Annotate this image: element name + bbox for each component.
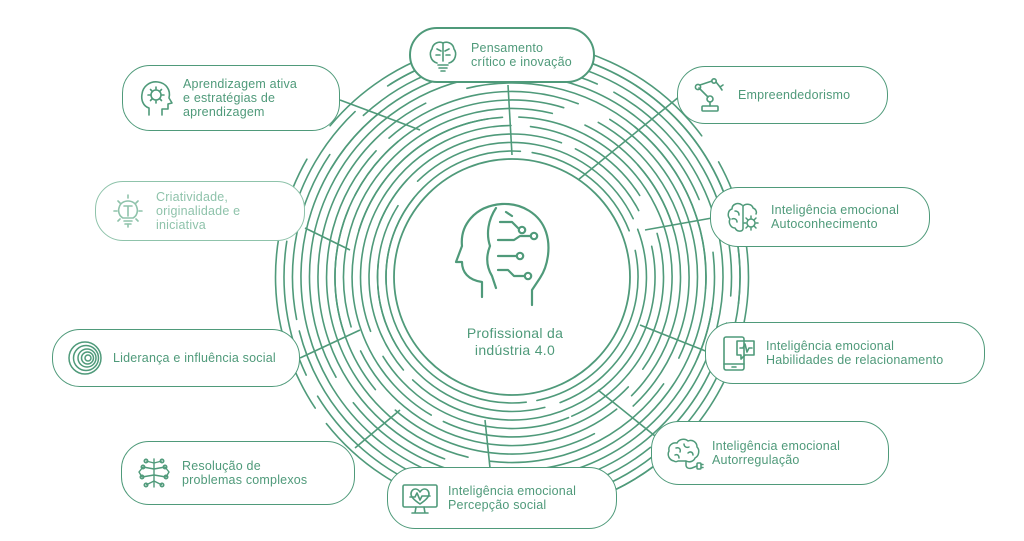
lightbulb-gear-icon [108,191,148,231]
ring-arc [536,249,639,402]
node-empreendedorismo: Empreendedorismo [677,66,888,124]
ring-arc [385,196,527,404]
ring-arc [411,245,656,421]
node-resolucao-line-2: problemas complexos [182,473,308,487]
connector-line [577,95,681,181]
neural-brain-icon [134,453,174,493]
node-lideranca-label: Liderança e influência social [113,351,276,365]
node-percepcao-label: Inteligência emocional Percepção social [448,484,576,512]
center-title-line-2: indústria 4.0 [474,342,556,358]
node-lideranca-line-1: Liderança e influência social [113,351,276,365]
node-criatividade-line-3: iniciativa [156,218,206,232]
node-percepcao: Inteligência emocional Percepção social [387,467,617,529]
ring-arc [291,153,331,321]
node-pensamento-line-1: Pensamento [471,41,544,55]
node-relacionamento: Inteligência emocional Habilidades de re… [705,322,985,384]
ring-arc [529,125,641,197]
ring-arc [394,409,596,455]
node-autorregulacao-line-1: Inteligência emocional [712,439,841,453]
monitor-heart-icon [400,478,440,518]
brain-gear-icon [723,197,763,237]
node-percepcao-line-1: Inteligência emocional [448,484,577,498]
node-relacionamento-label: Inteligência emocional Habilidades de re… [766,339,943,367]
node-autorregulacao-label: Inteligência emocional Autorregulação [712,439,840,467]
ring-arc [283,240,307,376]
node-aprendizagem-line-1: Aprendizagem ativa [183,77,298,91]
node-aprendizagem: Aprendizagem ativa e estratégias de apre… [122,65,340,131]
ring-arc [489,383,665,464]
node-aprendizagem-line-3: aprendizagem [183,105,265,119]
node-autoconhecimento: Inteligência emocional Autoconhecimento [710,187,930,247]
ring-arc [559,228,648,404]
ring-arc [334,140,399,391]
ring-arc [342,107,554,328]
node-pensamento: Pensamento crítico e inovação [409,27,595,83]
node-aprendizagem-line-2: e estratégias de [183,91,276,105]
connector-line [644,217,713,231]
ring-arc [325,150,469,458]
ring-arc [376,261,546,413]
ring-arc [308,75,487,378]
node-criatividade-line-2: originalidade e [156,204,241,218]
node-autorregulacao: Inteligência emocional Autorregulação [651,421,889,485]
ring-arc [574,148,640,212]
center-title-line-1: Profissional da [466,325,564,341]
ring-arc [597,121,690,407]
node-pensamento-line-2: crítico e inovação [471,55,572,69]
spiral-icon [65,338,105,378]
brain-lightbulb-icon [423,35,463,75]
ring-arc [531,151,630,232]
head-gear-icon [135,78,175,118]
node-criatividade: Criatividade, originalidade e iniciativa [95,181,305,241]
node-resolucao: Resolução de problemas complexos [121,441,355,505]
node-relacionamento-line-1: Inteligência emocional [766,339,895,353]
robot-arm-icon [690,75,730,115]
connector-line [507,84,513,156]
ring-arc [518,116,673,370]
node-lideranca: Liderança e influência social [52,329,300,387]
ring-arc [442,386,630,438]
ring-arc [317,102,446,460]
connector-line [354,409,401,449]
node-autorregulacao-line-2: Autorregulação [712,453,800,467]
ring-arc [368,179,408,371]
connector-line [484,419,491,469]
ring-arc [466,82,707,290]
ring-arc [359,124,512,333]
center-title: Profissional da indústria 4.0 [420,325,610,359]
ring-arc [609,118,699,359]
ring-arc [571,232,665,417]
node-criatividade-label: Criatividade, originalidade e iniciativa [156,190,240,232]
node-relacionamento-line-2: Habilidades de relacionamento [766,353,944,367]
node-resolucao-label: Resolução de problemas complexos [182,459,307,487]
connector-line [304,227,351,251]
node-pensamento-label: Pensamento crítico e inovação [471,41,572,69]
ring-arc [300,110,487,488]
connector-line [639,324,709,353]
node-aprendizagem-label: Aprendizagem ativa e estratégias de apre… [183,77,297,119]
brain-plug-icon [664,433,704,473]
inner-ring [393,158,631,396]
node-autoconhecimento-line-1: Inteligência emocional [771,203,900,217]
phone-chat-icon [718,333,758,373]
ring-arc [388,90,579,139]
node-autoconhecimento-line-2: Autoconhecimento [771,217,878,231]
ring-arc [351,118,490,416]
connector-line [299,329,361,359]
ring-arc [416,141,634,220]
node-criatividade-line-1: Criatividade, [156,190,229,204]
ring-arc [359,350,618,447]
node-empreendedorismo-line-1: Empreendedorismo [738,88,851,102]
node-percepcao-line-2: Percepção social [448,498,547,512]
connector-line [597,389,661,441]
ring-arc [584,124,674,226]
node-autoconhecimento-label: Inteligência emocional Autoconhecimento [771,203,899,231]
connector-line [339,99,421,131]
ring-arc [382,355,570,430]
node-resolucao-line-1: Resolução de [182,459,261,473]
node-empreendedorismo-label: Empreendedorismo [738,88,850,102]
